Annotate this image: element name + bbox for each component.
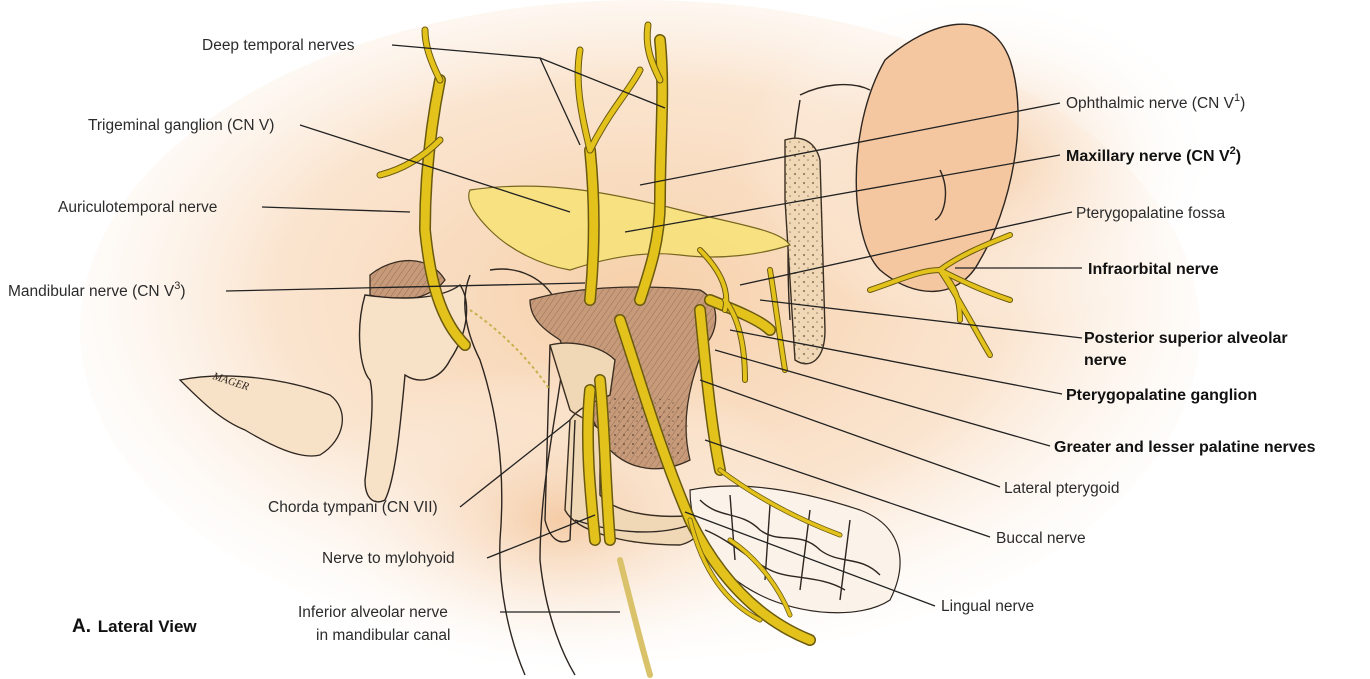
label-posterior-superior-alveolar-line1: Posterior superior alveolar <box>1084 330 1288 347</box>
label-posterior-superior-alveolar-line2: nerve <box>1084 352 1127 369</box>
figure-caption-letter: A. <box>72 616 91 637</box>
label-infraorbital-nerve: Infraorbital nerve <box>1088 261 1219 278</box>
label-maxillary-nerve: Maxillary nerve (CN V2) <box>1066 145 1241 165</box>
label-inferior-alveolar-line1: Inferior alveolar nerve <box>298 604 448 621</box>
label-nerve-to-mylohyoid: Nerve to mylohyoid <box>322 550 455 567</box>
label-pterygopalatine-ganglion: Pterygopalatine ganglion <box>1066 387 1257 404</box>
label-auriculotemporal-nerve: Auriculotemporal nerve <box>58 199 217 216</box>
mandibular-nerve-close: ) <box>180 283 185 300</box>
label-inferior-alveolar-line2: in mandibular canal <box>316 627 450 644</box>
label-trigeminal-ganglion: Trigeminal ganglion (CN V) <box>88 117 274 134</box>
label-palatine-nerves: Greater and lesser palatine nerves <box>1054 439 1316 456</box>
label-pterygopalatine-fossa: Pterygopalatine fossa <box>1076 205 1225 222</box>
label-buccal-nerve: Buccal nerve <box>996 530 1086 547</box>
mandibular-nerve-text: Mandibular nerve (CN V <box>8 283 175 300</box>
figure-caption: A. Lateral View <box>72 616 197 637</box>
label-chorda-tympani: Chorda tympani (CN VII) <box>268 499 438 516</box>
maxillary-nerve-close: ) <box>1236 148 1241 165</box>
ophthalmic-nerve-close: ) <box>1240 95 1245 112</box>
maxillary-nerve-text: Maxillary nerve (CN V <box>1066 148 1230 165</box>
label-lateral-pterygoid: Lateral pterygoid <box>1004 480 1119 497</box>
ophthalmic-nerve-text: Ophthalmic nerve (CN V <box>1066 95 1235 112</box>
label-ophthalmic-nerve: Ophthalmic nerve (CN V1) <box>1066 92 1245 112</box>
figure-caption-text: Lateral View <box>98 617 198 636</box>
label-mandibular-nerve: Mandibular nerve (CN V3) <box>8 280 186 300</box>
label-lingual-nerve: Lingual nerve <box>941 598 1034 615</box>
label-deep-temporal-nerves: Deep temporal nerves <box>202 37 355 54</box>
